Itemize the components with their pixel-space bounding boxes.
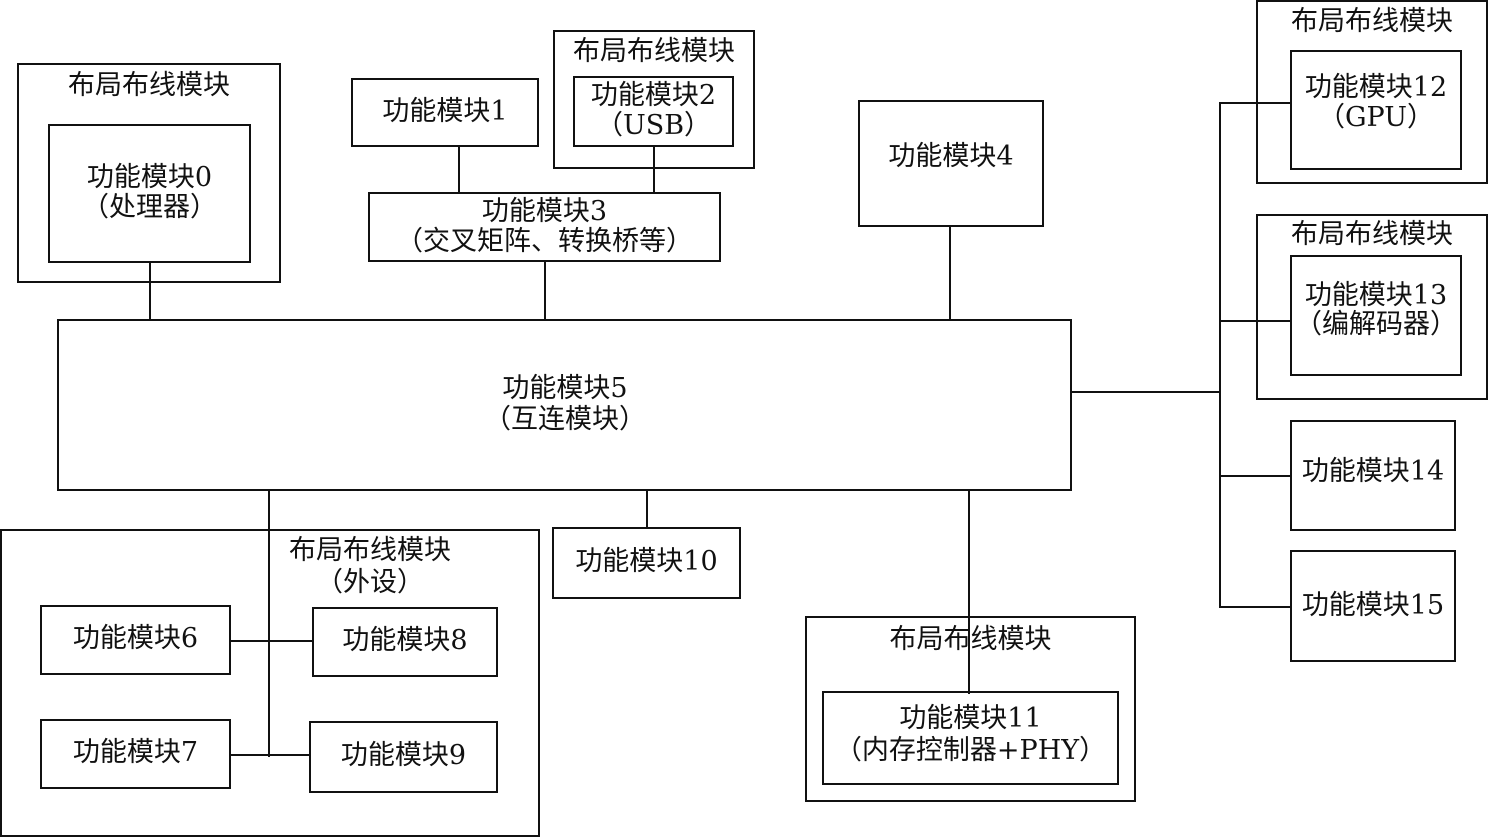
layout-block-processor: [17, 63, 281, 283]
module-11-memory-controller: [822, 691, 1119, 785]
module-3-subtitle: （交叉矩阵、转换桥等）: [396, 226, 693, 257]
link-bus-m14: [1219, 475, 1291, 477]
module-4-title: 功能模块4: [888, 141, 1014, 172]
layout-block-codec-label: 布局布线模块: [1291, 219, 1453, 250]
module-0-title: 功能模块0: [86, 162, 213, 193]
module-13-title: 功能模块13: [1304, 280, 1448, 311]
layout-block-usb: [553, 30, 755, 169]
module-13-subtitle: （编解码器）: [1295, 309, 1457, 340]
module-6: [40, 605, 231, 675]
module-12-title: 功能模块12: [1304, 72, 1448, 103]
module-2-usb: [573, 76, 734, 147]
layout-block-codec: [1256, 214, 1488, 400]
module-14-title: 功能模块14: [1301, 456, 1445, 487]
module-11-title: 功能模块11: [899, 703, 1042, 734]
link-m0-m5: [149, 262, 151, 320]
module-10-title: 功能模块10: [575, 546, 718, 577]
module-3-crossbar: [368, 192, 721, 262]
module-12-subtitle: （GPU）: [1317, 102, 1434, 133]
module-12-gpu: [1290, 50, 1462, 170]
module-0-processor: [48, 124, 251, 263]
module-8-title: 功能模块8: [342, 625, 468, 656]
module-9: [309, 721, 498, 793]
link-m7-m9: [230, 754, 310, 756]
left-bus: [268, 490, 270, 757]
link-m4-m5: [949, 226, 951, 320]
layout-block-peripheral: [0, 529, 540, 837]
module-5-title: 功能模块5: [502, 373, 628, 404]
layout-block-usb-label: 布局布线模块: [573, 36, 735, 67]
layout-block-memory-label: 布局布线模块: [889, 624, 1052, 655]
module-1-title: 功能模块1: [382, 96, 508, 127]
link-m5-m10: [646, 490, 648, 528]
right-bus: [1219, 102, 1221, 608]
module-6-title: 功能模块6: [72, 623, 199, 654]
layout-block-peripheral-sublabel: （外设）: [316, 567, 424, 598]
module-7: [40, 719, 231, 789]
link-m5-bus-right: [1071, 391, 1221, 393]
module-8: [312, 607, 498, 677]
module-13-codec: [1290, 255, 1462, 376]
module-15-title: 功能模块15: [1301, 590, 1445, 621]
module-9-title: 功能模块9: [340, 740, 467, 771]
module-2-subtitle: （USB）: [595, 110, 712, 141]
link-bus-m15: [1219, 606, 1291, 608]
module-7-title: 功能模块7: [72, 737, 199, 768]
module-0-subtitle: （处理器）: [82, 192, 217, 223]
module-5-subtitle: （互连模块）: [484, 404, 646, 435]
module-11-subtitle: （内存控制器+PHY）: [834, 735, 1107, 766]
module-5-interconnect: [57, 319, 1072, 491]
module-1: [351, 78, 539, 147]
layout-block-gpu-label: 布局布线模块: [1291, 6, 1453, 37]
link-m1-m3: [458, 146, 460, 192]
module-2-title: 功能模块2: [590, 80, 717, 111]
link-m3-m5: [544, 260, 546, 320]
module-14: [1290, 420, 1456, 531]
layout-block-peripheral-label: 布局布线模块: [289, 535, 451, 566]
layout-block-processor-label: 布局布线模块: [68, 70, 230, 101]
link-m5-m11: [968, 490, 970, 694]
module-3-title: 功能模块3: [481, 196, 608, 227]
module-15: [1290, 550, 1456, 662]
link-m6-m8: [230, 640, 312, 642]
layout-block-memory: [805, 616, 1136, 802]
module-4: [858, 100, 1044, 227]
link-bus-m12: [1219, 102, 1291, 104]
link-bus-m13: [1219, 320, 1291, 322]
layout-block-gpu: [1256, 0, 1488, 184]
link-m2-m3: [653, 146, 655, 192]
module-10: [552, 527, 741, 599]
